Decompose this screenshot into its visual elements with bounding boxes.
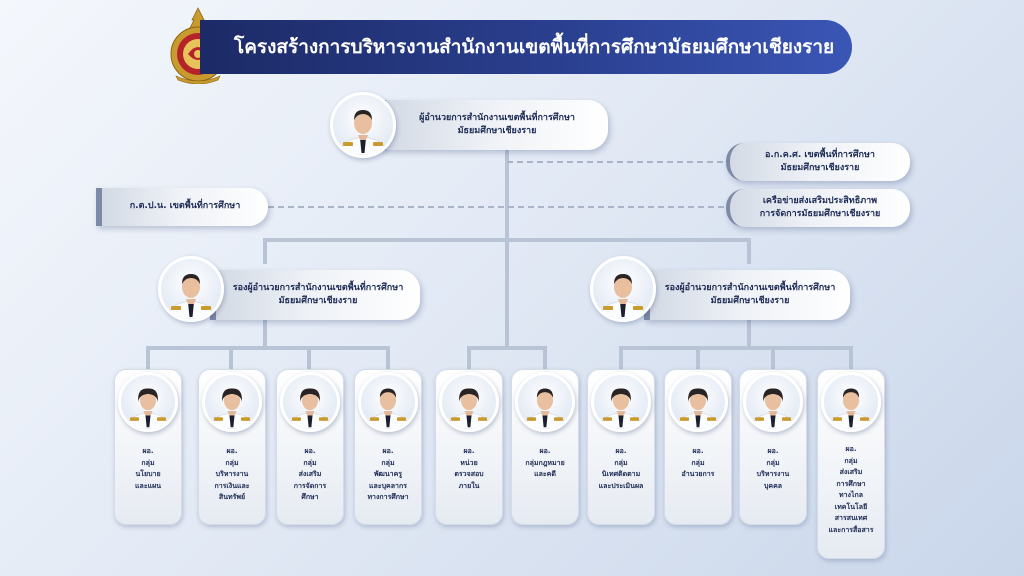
group-card-9: ผอ. กลุ่ม บริหารงาน บุคคล xyxy=(739,369,807,525)
group-text-7: ผอ. กลุ่ม นิเทศติดตาม และประเมินผล xyxy=(598,447,644,490)
director-line-1: ผู้อำนวยการสำนักงานเขตพื้นที่การศึกษา xyxy=(419,112,575,123)
deputy-right-line-2: มัธยมศึกษาเชียงราย xyxy=(710,296,790,306)
group-card-2: ผอ. กลุ่ม บริหารงาน การเงินและ สินทรัพย์ xyxy=(198,369,266,525)
group-card-3: ผอ. กลุ่ม ส่งเสริม การจัดการ ศึกษา xyxy=(276,369,344,525)
portrait-icon xyxy=(751,388,795,429)
group-card-10: ผอ. กลุ่ม ส่งเสริม การศึกษา ทางไกล เทคโน… xyxy=(817,369,885,559)
group-photo-2 xyxy=(202,372,262,432)
deputy-left-box: รองผู้อำนวยการสำนักงานเขตพื้นที่การศึกษา… xyxy=(210,270,420,320)
deputy-right-photo xyxy=(590,256,656,322)
portrait-icon xyxy=(447,388,491,429)
group-photo-9 xyxy=(743,372,803,432)
portrait-icon xyxy=(599,388,643,429)
committee-right-1-line-2: มัธยมศึกษาเชียงราย xyxy=(780,163,860,173)
group-text-1: ผอ. กลุ่ม นโยบาย และแผน xyxy=(135,447,161,490)
committee-right-1-box: อ.ก.ค.ศ. เขตพื้นที่การศึกษา มัธยมศึกษาเช… xyxy=(726,143,910,181)
group-photo-8 xyxy=(668,372,728,432)
portrait-icon xyxy=(366,388,410,429)
group-text-3: ผอ. กลุ่ม ส่งเสริม การจัดการ ศึกษา xyxy=(293,447,327,502)
director-photo xyxy=(330,92,396,158)
group-text-4: ผอ. กลุ่ม พัฒนาครู และบุคลากร ทางการศึกษ… xyxy=(367,447,409,502)
portrait-icon xyxy=(598,274,648,319)
portrait-icon xyxy=(676,388,720,429)
portrait-icon xyxy=(829,388,873,429)
group-text-2: ผอ. กลุ่ม บริหารงาน การเงินและ สินทรัพย์ xyxy=(214,447,250,502)
committee-right-2-line-1: เครือข่ายส่งเสริมประสิทธิภาพ xyxy=(762,195,878,206)
page-title: โครงสร้างการบริหารงานสำนักงานเขตพื้นที่ก… xyxy=(234,36,835,58)
deputy-left-photo xyxy=(158,256,224,322)
portrait-icon xyxy=(288,388,332,429)
portrait-icon xyxy=(523,388,567,429)
deputy-right-box: รองผู้อำนวยการสำนักงานเขตพื้นที่การศึกษา… xyxy=(644,270,850,320)
title-bar: โครงสร้างการบริหารงานสำนักงานเขตพื้นที่ก… xyxy=(200,20,852,74)
director-box: ผู้อำนวยการสำนักงานเขตพื้นที่การศึกษา มั… xyxy=(380,100,608,150)
group-photo-10 xyxy=(821,372,881,432)
committee-right-2-line-2: การจัดการมัธยมศึกษาเชียงราย xyxy=(759,209,881,219)
deputy-left-line-1: รองผู้อำนวยการสำนักงานเขตพื้นที่การศึกษา xyxy=(232,282,404,293)
portrait-icon xyxy=(338,110,388,155)
group-text-8: ผอ. กลุ่ม อำนวยการ xyxy=(681,447,715,479)
group-text-10: ผอ. กลุ่ม ส่งเสริม การศึกษา ทางไกล เทคโน… xyxy=(828,445,874,534)
portrait-icon xyxy=(210,388,254,429)
group-card-1: ผอ. กลุ่ม นโยบาย และแผน xyxy=(114,369,182,525)
director-line-2: มัธยมศึกษาเชียงราย xyxy=(457,126,537,136)
group-text-6: ผอ. กลุ่มกฎหมาย และคดี xyxy=(525,447,565,479)
group-card-6: ผอ. กลุ่มกฎหมาย และคดี xyxy=(511,369,579,525)
committee-left-box: ก.ต.ป.น. เขตพื้นที่การศึกษา xyxy=(96,188,268,226)
committee-left-line-1: ก.ต.ป.น. เขตพื้นที่การศึกษา xyxy=(129,201,241,212)
group-card-4: ผอ. กลุ่ม พัฒนาครู และบุคลากร ทางการศึกษ… xyxy=(354,369,422,525)
portrait-icon xyxy=(126,388,170,429)
group-photo-7 xyxy=(591,372,651,432)
group-photo-5 xyxy=(439,372,499,432)
group-text-5: ผอ. หน่วย ตรวจสอบ ภายใน xyxy=(454,447,484,490)
group-card-8: ผอ. กลุ่ม อำนวยการ xyxy=(664,369,732,525)
group-text-9: ผอ. กลุ่ม บริหารงาน บุคคล xyxy=(756,447,790,490)
committee-right-2-box: เครือข่ายส่งเสริมประสิทธิภาพ การจัดการมั… xyxy=(726,189,910,227)
group-photo-6 xyxy=(515,372,575,432)
group-photo-3 xyxy=(280,372,340,432)
deputy-left-line-2: มัธยมศึกษาเชียงราย xyxy=(278,296,358,306)
group-card-7: ผอ. กลุ่ม นิเทศติดตาม และประเมินผล xyxy=(587,369,655,525)
committee-right-1-line-1: อ.ก.ค.ศ. เขตพื้นที่การศึกษา xyxy=(765,149,875,160)
group-photo-4 xyxy=(358,372,418,432)
group-card-5: ผอ. หน่วย ตรวจสอบ ภายใน xyxy=(435,369,503,525)
group-photo-1 xyxy=(118,372,178,432)
portrait-icon xyxy=(166,274,216,319)
deputy-right-line-1: รองผู้อำนวยการสำนักงานเขตพื้นที่การศึกษา xyxy=(664,282,836,293)
